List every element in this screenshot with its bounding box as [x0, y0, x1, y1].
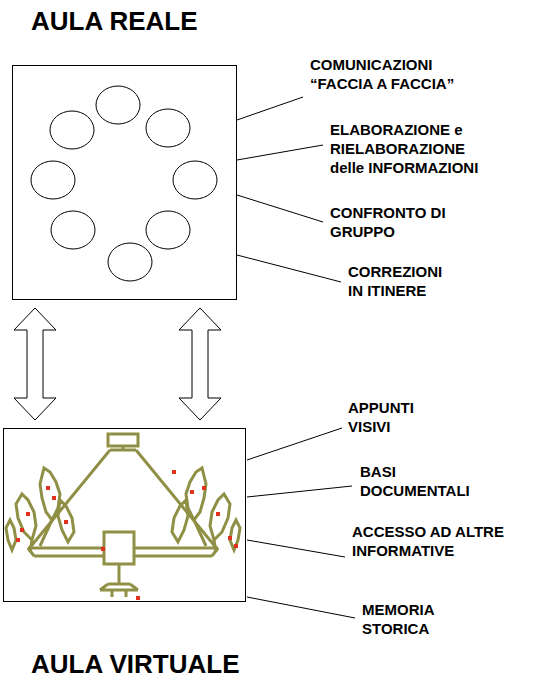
callout-label: BASI DOCUMENTALI [360, 462, 485, 500]
figure-top [108, 434, 138, 446]
red-dot [20, 528, 24, 532]
leaf [172, 500, 188, 542]
red-dot [172, 470, 176, 474]
callout-label: ACCESSO AD ALTRE INFORMATIVE [352, 522, 522, 560]
virtual-class-figure [6, 434, 240, 597]
class-box: AULA VIRTUALE [3, 428, 246, 602]
seat-circles [31, 86, 217, 281]
leader-line [237, 97, 303, 120]
callout-label: MEMORIA STORICA [362, 600, 462, 638]
red-dot [26, 512, 30, 516]
double-arrow [14, 308, 56, 420]
leaf [58, 500, 74, 542]
left-branches [6, 468, 74, 552]
figure-screen [104, 532, 134, 564]
leader-line [247, 486, 352, 497]
leader-line [237, 145, 323, 160]
red-dot [190, 490, 194, 494]
red-dot [52, 496, 56, 500]
leaf [210, 494, 230, 540]
callout-label: CORREZIONI IN ITINERE [348, 262, 453, 300]
class-box: AULA REALE [12, 65, 237, 300]
seat-circle [50, 111, 94, 149]
leaf [6, 520, 16, 550]
red-dot [46, 486, 50, 490]
callout-label: CONFRONTO DI GRUPPO [330, 203, 470, 241]
seat-circle [96, 86, 140, 124]
figure-stand [100, 564, 138, 597]
seat-circle [51, 211, 95, 249]
stem [30, 520, 52, 552]
leader-line [247, 428, 342, 460]
seat-circle [146, 109, 190, 147]
callout-label: APPUNTI VISIVI [348, 398, 430, 436]
box-heading: AULA REALE [31, 6, 198, 36]
red-dot [202, 486, 206, 490]
stem [194, 520, 216, 552]
red-dot [234, 544, 238, 548]
red-dot [136, 596, 140, 600]
callout-label: ELABORAZIONE e RIELABORAZIONE delle INFO… [330, 120, 490, 177]
leaf [16, 494, 36, 540]
right-branches [172, 468, 240, 552]
callout-label: COMUNICAZIONI “FACCIA A FACCIA” [310, 55, 470, 93]
leader-line [247, 597, 355, 618]
leaf [230, 520, 240, 550]
leader-line [237, 255, 341, 282]
seat-circle [173, 161, 217, 199]
double-arrow [179, 308, 221, 420]
red-dots [16, 470, 238, 600]
red-dot [64, 520, 68, 524]
box-heading: AULA VIRTUALE [31, 649, 239, 679]
leader-line [237, 195, 323, 222]
red-dot [216, 512, 220, 516]
leader-line [247, 540, 345, 557]
seat-circle [108, 243, 152, 281]
red-dot [16, 538, 20, 542]
red-dot [101, 547, 105, 551]
seat-circle [146, 211, 190, 249]
seat-circle [31, 161, 75, 199]
red-dot [228, 536, 232, 540]
